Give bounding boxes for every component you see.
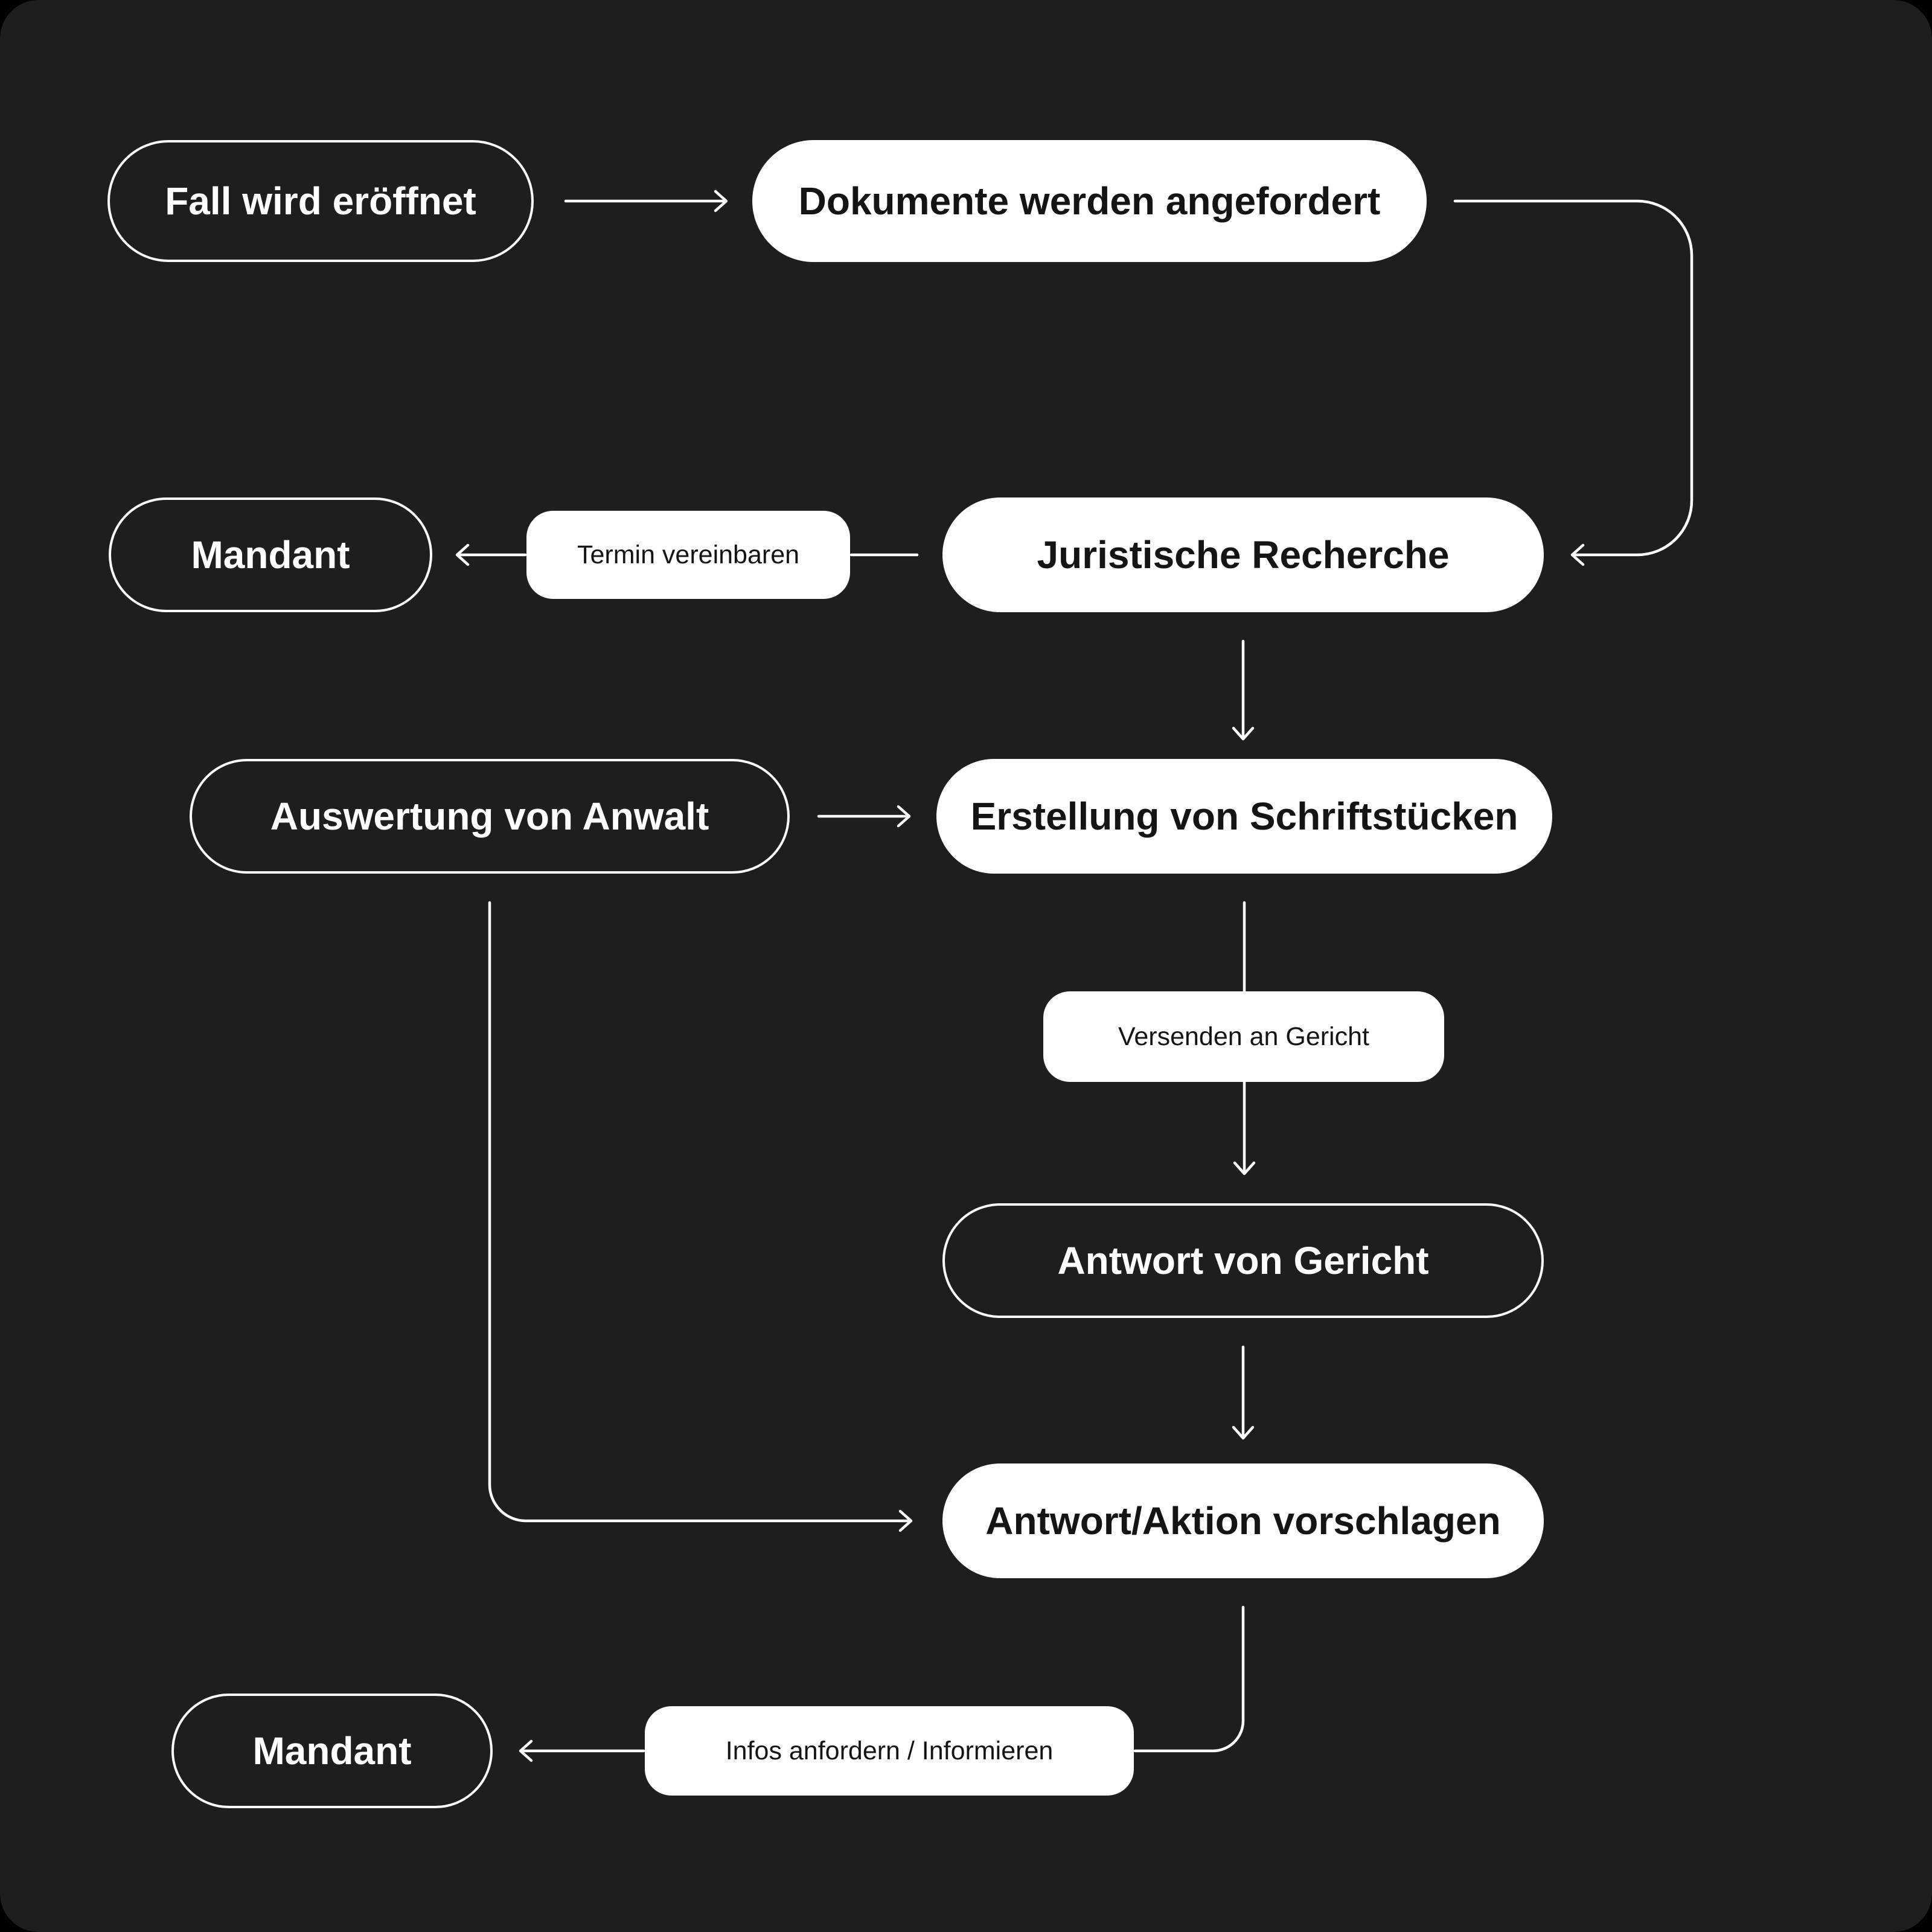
edge-label-text: Versenden an Gericht (1118, 1022, 1369, 1051)
node-dokumente-werden-angefordert: Dokumente werden angefordert (752, 140, 1427, 262)
node-label: Juristische Recherche (1037, 533, 1450, 577)
node-antwort-von-gericht: Antwort von Gericht (942, 1203, 1544, 1318)
edge-label-infos-anfordern-informieren: Infos anfordern / Informieren (645, 1706, 1134, 1796)
edge-fall-to-dokumente (564, 190, 728, 213)
node-label: Dokumente werden angefordert (798, 179, 1381, 223)
node-juristische-recherche: Juristische Recherche (942, 497, 1544, 612)
node-antwort-aktion-vorschlagen: Antwort/Aktion vorschlagen (942, 1463, 1544, 1578)
node-label: Antwort/Aktion vorschlagen (985, 1499, 1501, 1543)
edge-label-termin-vereinbaren: Termin vereinbaren (526, 511, 850, 599)
node-label: Auswertung von Anwalt (270, 795, 709, 838)
node-fall-wird-eroeffnet: Fall wird eröffnet (107, 140, 534, 262)
node-label: Mandant (252, 1729, 412, 1773)
node-mandant-bottom: Mandant (171, 1694, 493, 1808)
edge-infos-label-to-mandant (519, 1739, 645, 1762)
edge-antwort-gericht-to-antwort-aktion (1232, 1345, 1255, 1440)
node-label: Erstellung von Schriftstücken (970, 795, 1518, 838)
edge-label-versenden-an-gericht: Versenden an Gericht (1043, 991, 1444, 1082)
node-label: Mandant (191, 533, 350, 577)
edge-juristische-to-erstellung (1232, 639, 1255, 741)
edge-antwort-aktion-to-infos-label (1133, 1605, 1245, 1753)
node-label: Antwort von Gericht (1057, 1239, 1429, 1282)
edge-auswertung-to-erstellung (817, 805, 911, 828)
connector-group (455, 190, 1694, 1762)
node-auswertung-von-anwalt: Auswertung von Anwalt (190, 759, 790, 874)
edge-label-text: Termin vereinbaren (577, 540, 800, 569)
node-label: Fall wird eröffnet (165, 179, 476, 223)
edge-label-text: Infos anfordern / Informieren (725, 1736, 1054, 1765)
edge-auswertung-to-antwort-aktion (488, 901, 913, 1532)
edge-dokumente-to-juristische (1453, 199, 1694, 566)
node-mandant-top: Mandant (109, 497, 432, 612)
node-erstellung-von-schriftstuecken: Erstellung von Schriftstücken (936, 759, 1552, 874)
edge-termin-label-to-mandant (455, 543, 527, 566)
